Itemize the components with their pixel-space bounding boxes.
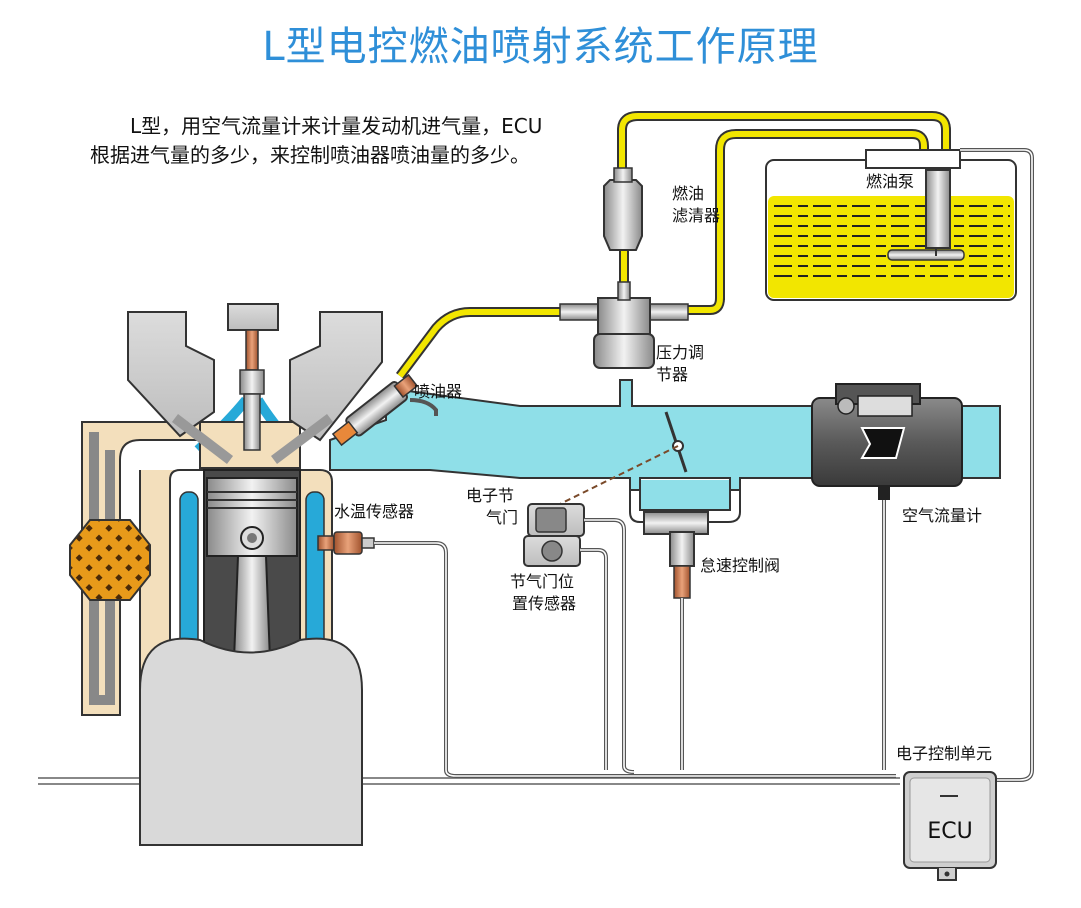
label-throttle-sensor-1: 节气门位	[510, 572, 574, 591]
ecu-box-label: ECU	[927, 819, 972, 844]
ecu-unit: ECU	[903, 771, 997, 881]
fuel-lines	[396, 111, 951, 379]
component-labels: 燃油 滤清器 燃油泵 压力调 节器 喷油器 水温传感器 电子节 气门 节气门位 …	[334, 172, 992, 763]
valve-ports	[127, 311, 383, 464]
fuel-injector	[331, 373, 419, 447]
page-title: L型电控燃油喷射系统工作原理	[262, 24, 819, 70]
engine-block	[69, 396, 363, 846]
fuel-tank	[765, 149, 1017, 301]
label-ecu-title: 电子控制单元	[896, 744, 992, 763]
description-text: L型，用空气流量计来计量发动机进气量，ECU根据进气量的多少，来控制喷油器喷油量…	[90, 114, 543, 167]
label-pressure-regulator-2: 节器	[656, 365, 688, 384]
idle-control-valve	[643, 511, 709, 599]
label-idle-valve: 怠速控制阀	[700, 556, 780, 575]
pressure-regulator	[559, 281, 689, 369]
label-fuel-pump: 燃油泵	[866, 172, 914, 191]
label-fuel-filter-1: 燃油	[672, 184, 704, 203]
label-throttle-sensor-2: 置传感器	[512, 594, 576, 613]
throttle-position-sensor	[523, 503, 585, 567]
signal-wires-inner	[374, 149, 1033, 781]
label-coolant-sensor: 水温传感器	[334, 502, 414, 521]
label-fuel-filter-2: 滤清器	[672, 206, 720, 225]
label-throttle-1: 电子节	[466, 486, 514, 505]
label-injector: 喷油器	[414, 382, 462, 401]
spark-plug	[227, 303, 279, 451]
label-throttle-2: 气门	[486, 508, 518, 527]
air-flow-meter	[811, 383, 963, 500]
label-air-flow-meter: 空气流量计	[902, 506, 982, 525]
fuel-filter	[603, 167, 643, 251]
coolant-temp-sensor	[317, 531, 375, 555]
label-pressure-regulator-1: 压力调	[656, 343, 704, 362]
